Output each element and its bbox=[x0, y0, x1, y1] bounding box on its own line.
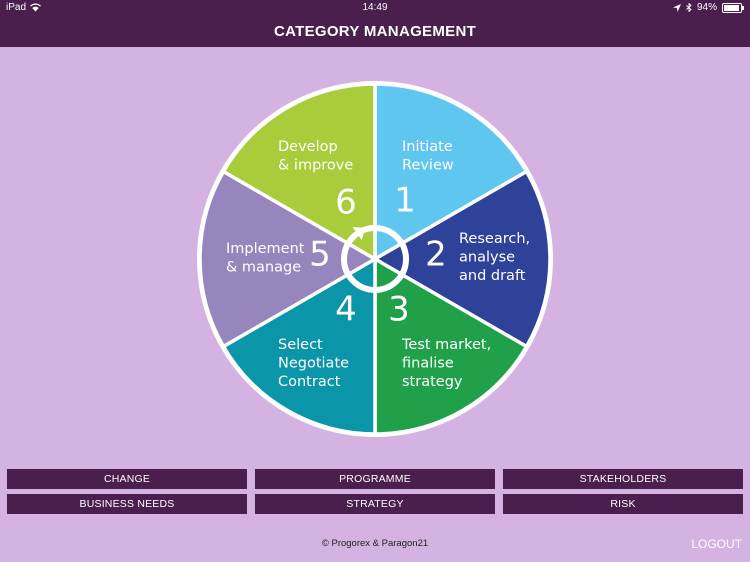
stakeholders-button[interactable]: STAKEHOLDERS bbox=[503, 469, 743, 489]
segment-label-3-line-2: finalise bbox=[402, 356, 454, 372]
copyright-footer: © Progorex & Paragon21 bbox=[321, 538, 429, 549]
segment-number-6: 6 bbox=[335, 183, 357, 223]
segment-label-1-line-1: Initiate bbox=[402, 139, 453, 155]
segment-label-4-line-1: Select bbox=[278, 337, 323, 353]
page-title: CATEGORY MANAGEMENT bbox=[273, 23, 477, 40]
business-needs-button[interactable]: BUSINESS NEEDS bbox=[7, 494, 247, 514]
segment-label-4-line-2: Negotiate bbox=[278, 356, 349, 372]
segment-label-3-line-3: strategy bbox=[402, 374, 463, 390]
wifi-icon bbox=[30, 3, 41, 12]
segment-label-4-line-3: Contract bbox=[278, 374, 341, 390]
clock: 14:49 bbox=[362, 2, 388, 13]
wheel-segment-4[interactable] bbox=[221, 255, 377, 436]
status-bar: iPad 14:49 94% bbox=[0, 0, 750, 16]
bluetooth-icon bbox=[686, 3, 692, 12]
cycle-arrowhead-icon bbox=[352, 227, 366, 241]
device-label: iPad bbox=[6, 2, 27, 13]
segment-number-5: 5 bbox=[309, 235, 331, 275]
topic-buttons: CHANGE PROGRAMME STAKEHOLDERS BUSINESS N… bbox=[7, 469, 743, 514]
segment-label-6-line-2: & improve bbox=[278, 158, 353, 174]
segment-label-5-line-2: & manage bbox=[226, 260, 301, 276]
change-button[interactable]: CHANGE bbox=[7, 469, 247, 489]
wheel-segment-2[interactable] bbox=[371, 169, 552, 349]
logout-button[interactable]: LOGOUT bbox=[691, 537, 742, 551]
nav-bar: CATEGORY MANAGEMENT bbox=[0, 16, 750, 47]
segment-number-3: 3 bbox=[388, 290, 410, 330]
battery-icon bbox=[722, 2, 744, 13]
wheel-segment-5[interactable] bbox=[198, 169, 379, 349]
segment-label-2-line-1: Research, bbox=[459, 231, 530, 247]
battery-percent: 94% bbox=[696, 2, 717, 13]
wheel-segment-1[interactable] bbox=[373, 82, 529, 263]
segment-label-3-line-1: Test market, bbox=[401, 337, 491, 353]
segment-label-2-line-2: analyse bbox=[459, 250, 515, 266]
segment-number-4: 4 bbox=[335, 290, 357, 330]
wheel-segment-6[interactable] bbox=[221, 82, 377, 263]
location-icon bbox=[672, 3, 681, 12]
cycle-arrow-icon bbox=[341, 225, 409, 293]
risk-button[interactable]: RISK bbox=[503, 494, 743, 514]
segment-number-2: 2 bbox=[425, 235, 447, 275]
segment-label-1-line-2: Review bbox=[402, 158, 454, 174]
programme-button[interactable]: PROGRAMME bbox=[255, 469, 495, 489]
wheel-segment-3[interactable] bbox=[373, 255, 529, 436]
segment-label-5-line-1: Implement bbox=[226, 241, 305, 257]
strategy-button[interactable]: STRATEGY bbox=[255, 494, 495, 514]
segment-label-2-line-3: and draft bbox=[459, 268, 526, 284]
segment-number-1: 1 bbox=[394, 181, 416, 221]
segment-label-6-line-1: Develop bbox=[278, 139, 338, 155]
